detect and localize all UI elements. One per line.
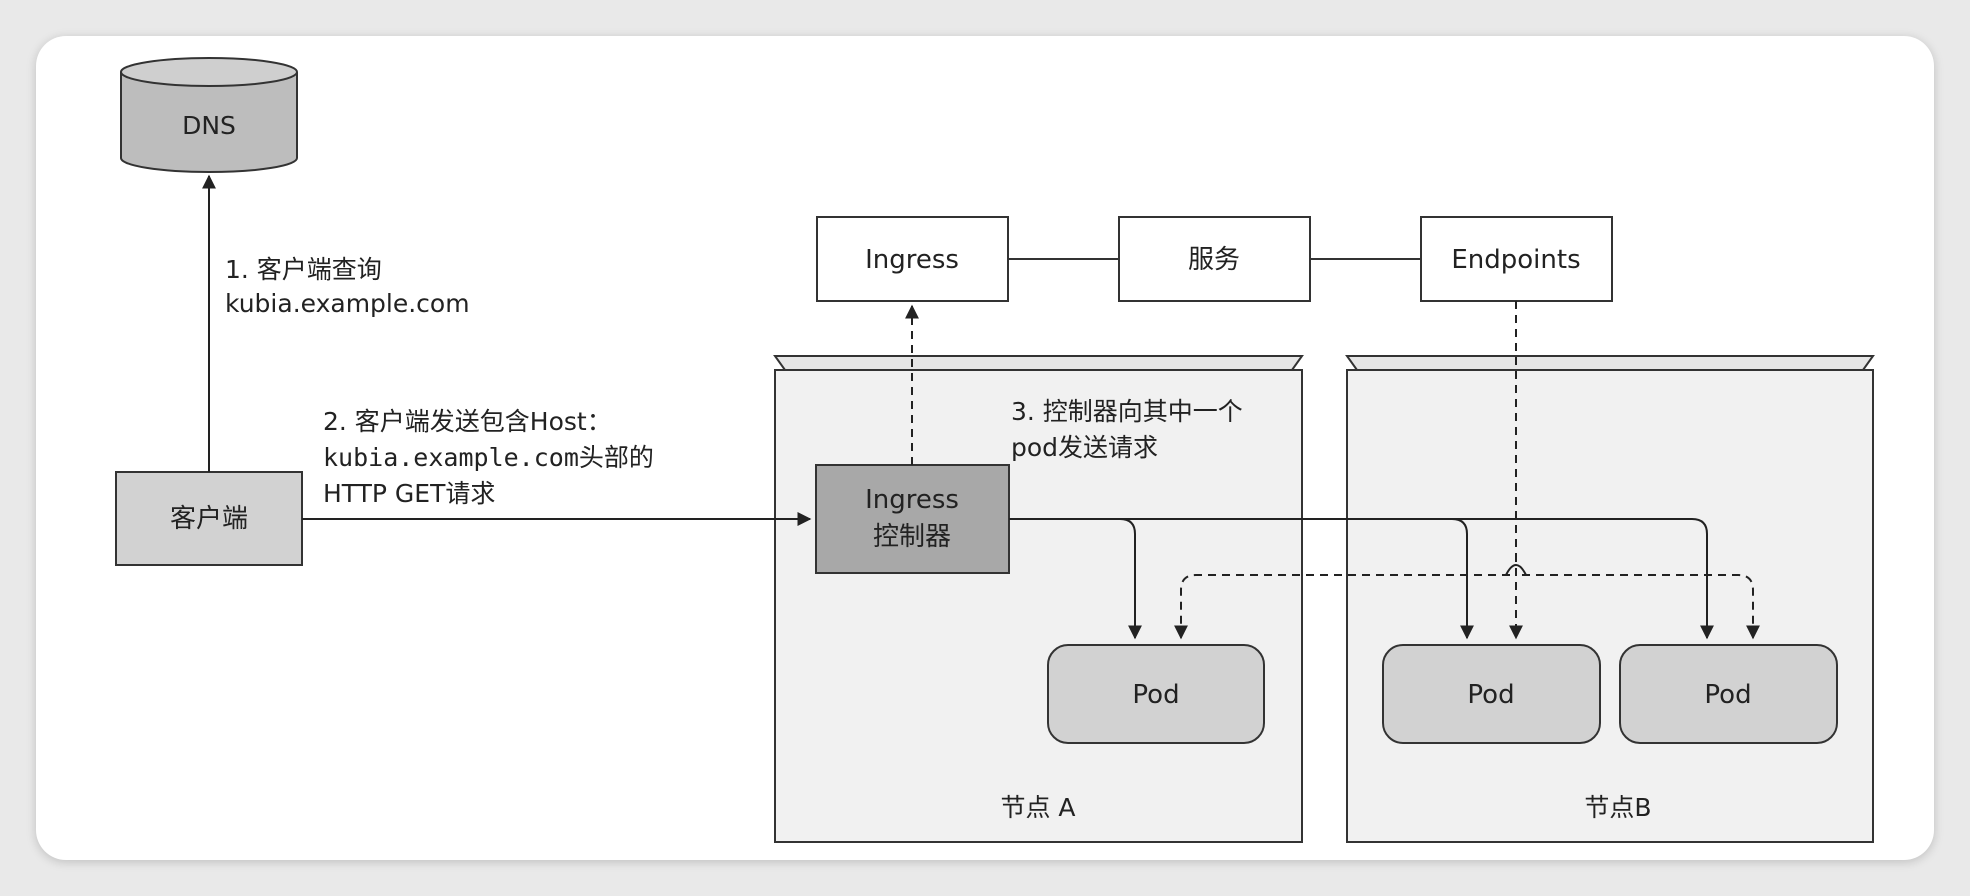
dashed-line-hop: [1505, 564, 1527, 576]
pod-node-b-2: Pod: [1619, 644, 1838, 744]
ingress-label: Ingress: [865, 245, 959, 275]
client-box: 客户端: [115, 471, 303, 566]
controller-label-line2: 控制器: [873, 522, 951, 552]
step2-host-mono: kubia.example.com: [323, 443, 579, 472]
ingress-controller-box: Ingress 控制器: [815, 464, 1010, 574]
endpoints-label: Endpoints: [1451, 245, 1580, 275]
ingress-resource-box: Ingress: [816, 216, 1009, 302]
service-label: 服务: [1188, 245, 1240, 275]
node-b-box: 节点B: [1345, 355, 1875, 843]
step2-host-line: kubia.example.com头部的: [323, 443, 654, 472]
endpoints-to-pods-dashed: [1174, 301, 1760, 640]
node-a-box: 节点 A: [773, 355, 1304, 843]
pod-node-a: Pod: [1047, 644, 1265, 744]
step2-request: HTTP GET请求: [323, 479, 495, 508]
step3-detail: pod发送请求: [1011, 433, 1158, 462]
pod-node-b-1: Pod: [1382, 644, 1601, 744]
service-box: 服务: [1118, 216, 1311, 302]
step1-domain: kubia.example.com: [225, 289, 470, 318]
endpoints-box: Endpoints: [1420, 216, 1613, 302]
step2-title: 2. 客户端发送包含Host：: [323, 407, 612, 436]
client-label: 客户端: [170, 504, 248, 534]
step2-host-rest: 头部的: [579, 443, 654, 472]
pod-b1-label: Pod: [1467, 680, 1514, 710]
pod-a-label: Pod: [1132, 680, 1179, 710]
node-b-label: 节点B: [1584, 793, 1651, 822]
dns-database: DNS: [120, 57, 298, 173]
step3-title: 3. 控制器向其中一个: [1011, 397, 1243, 426]
controller-label-line1: Ingress: [865, 485, 959, 515]
dns-label: DNS: [182, 111, 236, 140]
pod-b2-label: Pod: [1704, 680, 1751, 710]
step1-title: 1. 客户端查询: [225, 255, 382, 284]
arrow-controller-to-pod-b2: [1452, 518, 1714, 640]
node-a-label: 节点 A: [1000, 793, 1075, 822]
